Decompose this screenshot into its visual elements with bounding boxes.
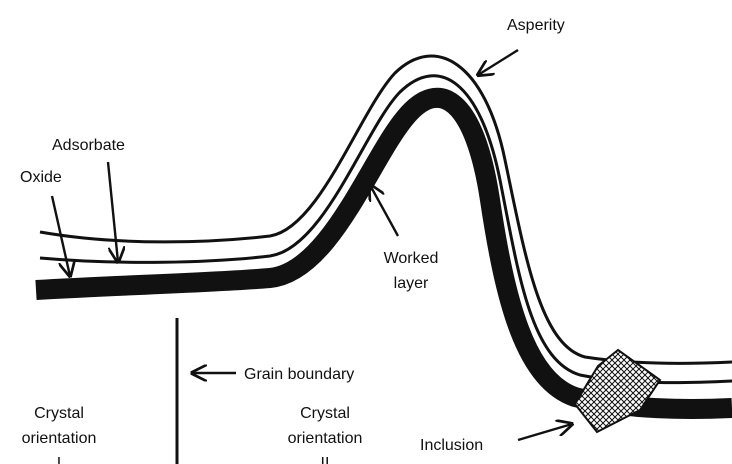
adsorbate-label: Adsorbate	[52, 137, 125, 154]
worked-layer-label-line2: layer	[394, 275, 429, 292]
oxide-label: Oxide	[20, 169, 62, 186]
crystal-orientation-2-label-line3: II	[321, 455, 330, 464]
worked-layer-arrow	[370, 185, 398, 236]
grain-boundary-label: Grain boundary	[244, 366, 354, 383]
crystal-orientation-2-label-line2: orientation	[288, 430, 363, 447]
adsorbate-arrow	[108, 162, 118, 262]
crystal-orientation-1-label-line1: Crystal	[34, 405, 84, 422]
worked-layer-label-line1: Worked	[384, 250, 439, 267]
adsorbate-layer-line	[40, 56, 732, 363]
asperity-arrow	[478, 50, 518, 75]
crystal-orientation-1-label-line3: I	[57, 455, 61, 464]
inclusion-arrow	[518, 424, 572, 440]
inclusion-label: Inclusion	[420, 437, 483, 454]
asperity-label: Asperity	[507, 17, 565, 34]
crystal-orientation-1-label-line2: orientation	[22, 430, 97, 447]
oxide-layer-line	[40, 76, 732, 383]
crystal-orientation-2-label-line1: Crystal	[300, 405, 350, 422]
